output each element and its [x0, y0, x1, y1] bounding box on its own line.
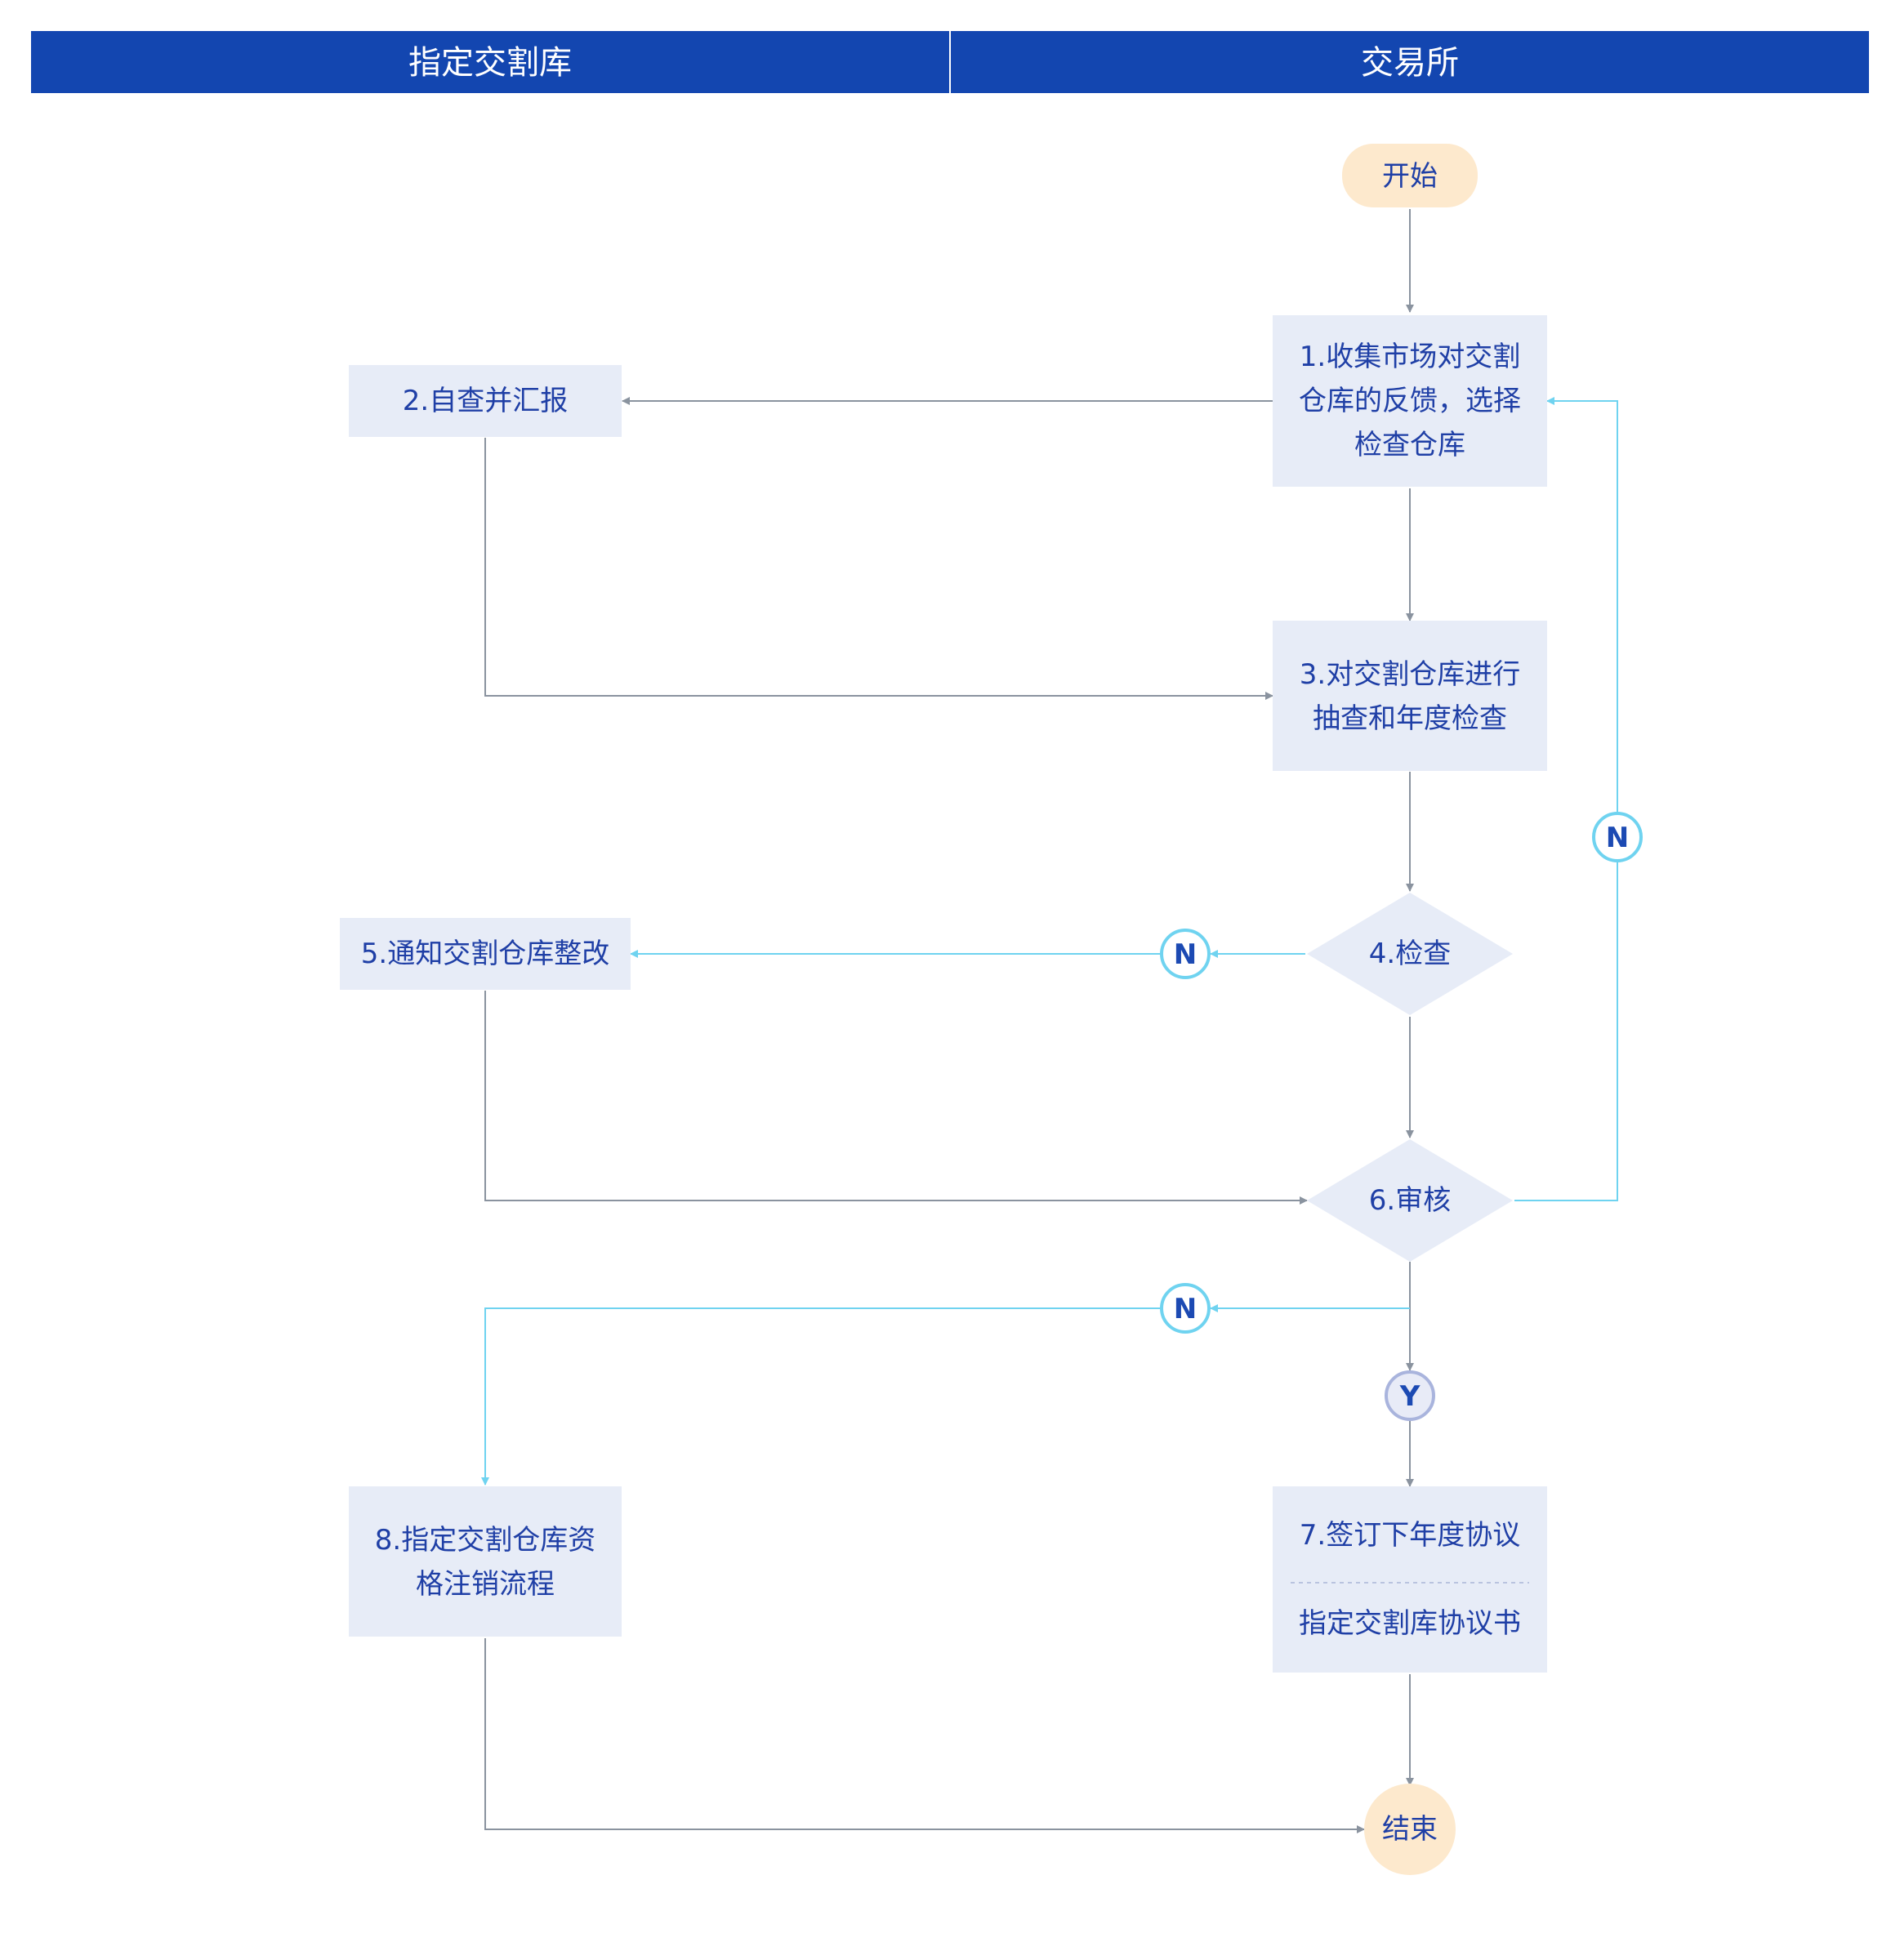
- node-1-line-3: 检查仓库: [1354, 429, 1465, 461]
- no-mark-2: N: [1592, 812, 1643, 862]
- node-1-line-2: 仓库的反馈，选择: [1299, 385, 1521, 417]
- node-2-label: 2.自查并汇报: [403, 385, 568, 417]
- node-6-label: 6.审核: [1369, 1184, 1451, 1217]
- node-1-shape: [1273, 315, 1547, 487]
- lane-title-left: 指定交割库: [408, 44, 572, 82]
- lane-title-right: 交易所: [1361, 44, 1459, 82]
- node-4-label: 4.检查: [1369, 938, 1451, 970]
- no-mark-1: N: [1160, 929, 1211, 979]
- node-7-document: 指定交割库协议书: [1299, 1607, 1521, 1640]
- edge-6-no-right: [1514, 862, 1618, 1201]
- node-3: 3.对交割仓库进行 抽查和年度检查: [1273, 621, 1547, 771]
- start-node: 开始: [1342, 144, 1478, 207]
- node-2: 2.自查并汇报: [349, 365, 622, 437]
- edge-mark-to-1: [1546, 397, 1618, 812]
- edge-8-to-end: [484, 1638, 1365, 1833]
- node-5: 5.通知交割仓库整改: [340, 918, 631, 990]
- start-shape: [1342, 144, 1478, 207]
- node-5-label: 5.通知交割仓库整改: [361, 938, 609, 970]
- no-mark-3: N: [1160, 1283, 1211, 1334]
- node-6-shape: [1307, 1139, 1513, 1262]
- node-7: 7.签订下年度协议 指定交割库协议书: [1273, 1486, 1547, 1673]
- node-8-line-1: 8.指定交割仓库资: [375, 1524, 595, 1557]
- no-mark-1-label: N: [1174, 938, 1197, 971]
- node-3-line-2: 抽查和年度检查: [1313, 702, 1507, 735]
- node-1-line-1: 1.收集市场对交割: [1300, 341, 1520, 373]
- node-2-shape: [349, 365, 622, 437]
- edge-2-to-3: [484, 438, 1273, 700]
- swimlane-header: 指定交割库 交易所: [31, 31, 1869, 93]
- node-6-decision: 6.审核: [1307, 1139, 1513, 1262]
- node-4-shape: [1307, 893, 1513, 1015]
- end-label: 结束: [1382, 1813, 1438, 1846]
- node-8-shape: [349, 1486, 622, 1637]
- node-7-shape: [1273, 1486, 1547, 1673]
- no-mark-2-label: N: [1606, 822, 1629, 854]
- header-left-bar: [31, 31, 949, 93]
- no-mark-2-circle: [1592, 812, 1643, 862]
- yes-mark: Y: [1385, 1370, 1435, 1421]
- node-5-shape: [340, 918, 631, 990]
- yes-mark-circle: [1385, 1370, 1435, 1421]
- node-7-title: 7.签订下年度协议: [1300, 1519, 1520, 1552]
- header-right-bar: [951, 31, 1869, 93]
- no-mark-1-circle: [1160, 929, 1211, 979]
- node-4-decision: 4.检查: [1307, 893, 1513, 1015]
- node-3-line-1: 3.对交割仓库进行: [1300, 658, 1520, 691]
- node-3-shape: [1273, 621, 1547, 771]
- no-mark-3-label: N: [1174, 1293, 1197, 1325]
- start-label: 开始: [1382, 160, 1438, 193]
- end-shape: [1364, 1784, 1456, 1875]
- connectors: [481, 209, 1618, 1833]
- no-mark-3-circle: [1160, 1283, 1211, 1334]
- yes-mark-label: Y: [1399, 1380, 1421, 1413]
- node-1: 1.收集市场对交割 仓库的反馈，选择 检查仓库: [1273, 315, 1547, 487]
- node-8: 8.指定交割仓库资 格注销流程: [349, 1486, 622, 1637]
- end-node: 结束: [1364, 1784, 1456, 1875]
- node-8-line-2: 格注销流程: [416, 1568, 555, 1601]
- edge-5-to-6: [484, 991, 1308, 1205]
- edge-mark-to-8: [481, 1307, 1160, 1486]
